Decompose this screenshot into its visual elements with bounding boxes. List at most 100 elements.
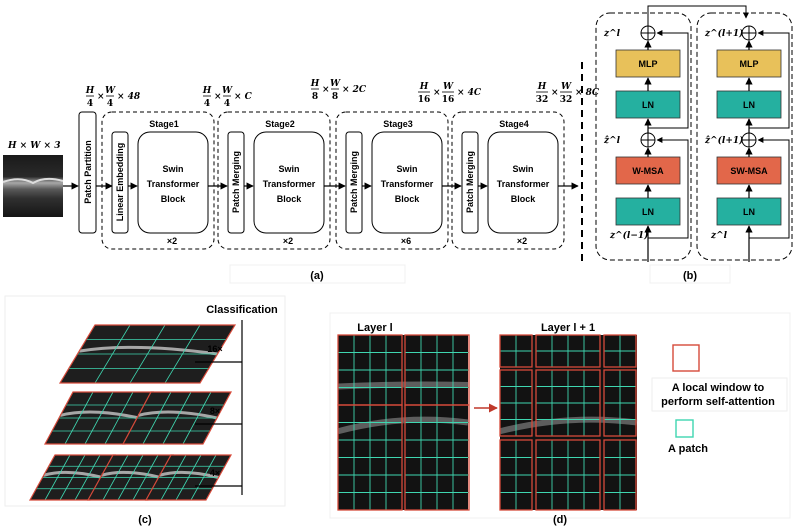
window-outline — [535, 369, 601, 437]
window-l-bl — [337, 404, 403, 511]
patch-merging-box — [461, 131, 479, 234]
stage-repeat: ×2 — [517, 236, 527, 246]
oct-retina — [159, 470, 219, 479]
window-outline — [144, 454, 233, 501]
pyramid-level-8x-a — [43, 391, 155, 445]
frac-den: 8 — [312, 92, 318, 102]
window-outline — [603, 439, 637, 511]
patch-line — [132, 454, 159, 501]
patch-line — [74, 454, 101, 501]
swin-block-label: Swin — [396, 164, 417, 174]
dim-tail: × C — [234, 92, 253, 102]
window-l1-r2c2 — [603, 439, 637, 511]
stage-repeat: ×2 — [283, 236, 293, 246]
window-l1-r1c2 — [603, 369, 637, 437]
caption-c: (c) — [138, 514, 152, 526]
tensor-label: z^(l−1) — [609, 230, 648, 241]
legend-window-swatch — [672, 344, 700, 372]
tensor-label: z^l — [710, 231, 728, 241]
block-layer-label: LN — [743, 207, 755, 217]
block-layer-mlp — [615, 49, 681, 78]
plus-glyph — [641, 133, 655, 147]
panel-c-frame — [4, 295, 286, 507]
window-outline — [535, 334, 601, 368]
frac-den: 4 — [107, 99, 113, 109]
swin-block-label: Block — [161, 194, 187, 204]
layer-l1-title: Layer l + 1 — [541, 322, 595, 334]
oct-band — [499, 416, 638, 435]
frac-den: 32 — [560, 95, 573, 105]
swin-block-box — [371, 131, 443, 234]
dim-tail: × 8C — [575, 88, 600, 98]
swin-block-label: Swin — [278, 164, 299, 174]
frac-num: H — [419, 82, 429, 92]
window-outline — [499, 369, 533, 437]
scale-label: 4× — [210, 468, 220, 478]
block-layer-label: SW-MSA — [730, 166, 768, 176]
oct-layer-line — [2, 177, 64, 185]
patch-line — [182, 391, 212, 445]
stage-title: Stage2 — [265, 119, 295, 129]
classification-title: Classification — [206, 304, 278, 316]
panel-d-frame — [329, 312, 791, 519]
patch-line — [164, 324, 201, 384]
layer-l-band — [337, 370, 469, 400]
tensor-label: ẑ^(l+1) — [704, 135, 743, 146]
frac-den: 4 — [204, 99, 210, 109]
window-outline — [58, 324, 237, 384]
window-outline — [603, 369, 637, 437]
swin-block-label: Transformer — [497, 179, 550, 189]
dim-tail: × 2C — [342, 85, 367, 95]
stage-frame — [451, 111, 565, 250]
swin-block-label: Block — [395, 194, 421, 204]
tensor-label: ẑ^l — [603, 135, 621, 146]
frac-den: 16 — [418, 95, 431, 105]
swin-block-label: Block — [277, 194, 303, 204]
oct-retina — [138, 410, 218, 420]
swin-block-label: Swin — [512, 164, 533, 174]
stage-title: Stage3 — [383, 119, 413, 129]
patch-partition-label: Patch Partition — [83, 140, 93, 204]
patch-partition-box — [78, 111, 97, 234]
oct-band — [337, 381, 469, 390]
skip-connection — [648, 30, 689, 129]
layer-l-title: Layer l — [357, 322, 392, 334]
linear-embedding-label: Linear Embedding — [115, 143, 125, 222]
layer-l1-image — [499, 335, 638, 510]
window-outline — [499, 439, 533, 511]
caption-b: (b) — [683, 270, 697, 282]
tensor-label: z^l — [603, 29, 621, 39]
block-layer-label: LN — [642, 100, 654, 110]
legend-window-line2: perform self-attention — [661, 396, 775, 408]
frac-num: W — [105, 86, 116, 96]
frac-den: 16 — [442, 95, 455, 105]
dimension-label: H4×W4× C — [202, 86, 253, 109]
window-l1-r1c1 — [535, 369, 601, 437]
window-grids — [337, 334, 638, 511]
frac-den: 8 — [332, 92, 338, 102]
pyramid-level-16x — [58, 324, 237, 384]
frac-num: H — [537, 82, 547, 92]
window-outline — [121, 391, 233, 445]
skip-connection — [749, 137, 790, 239]
swin-block-label: Transformer — [147, 179, 200, 189]
frac-den: 4 — [87, 99, 93, 109]
dim-tail: × 4C — [457, 88, 482, 98]
stage-frame — [101, 111, 215, 250]
window-l1-r2c1 — [535, 439, 601, 511]
block-frame-left — [595, 12, 692, 261]
caption-b-frame — [649, 264, 731, 284]
scale-label: 8× — [210, 406, 220, 416]
caption-a: (a) — [310, 270, 324, 282]
stage-repeat: ×2 — [167, 236, 177, 246]
dimension-label: H32×W32× 8C — [536, 82, 600, 105]
times-sign: × — [322, 85, 330, 95]
dimension-label: H8×W8× 2C — [310, 79, 367, 102]
window-l-br — [404, 404, 470, 511]
dimension-label: H16×W16× 4C — [418, 82, 482, 105]
patch-merging-box — [345, 131, 363, 234]
patch-merging-label: Patch Merging — [231, 151, 241, 213]
frac-num: W — [330, 79, 341, 89]
oct-retina — [79, 345, 218, 356]
caption-d: (d) — [553, 514, 567, 526]
